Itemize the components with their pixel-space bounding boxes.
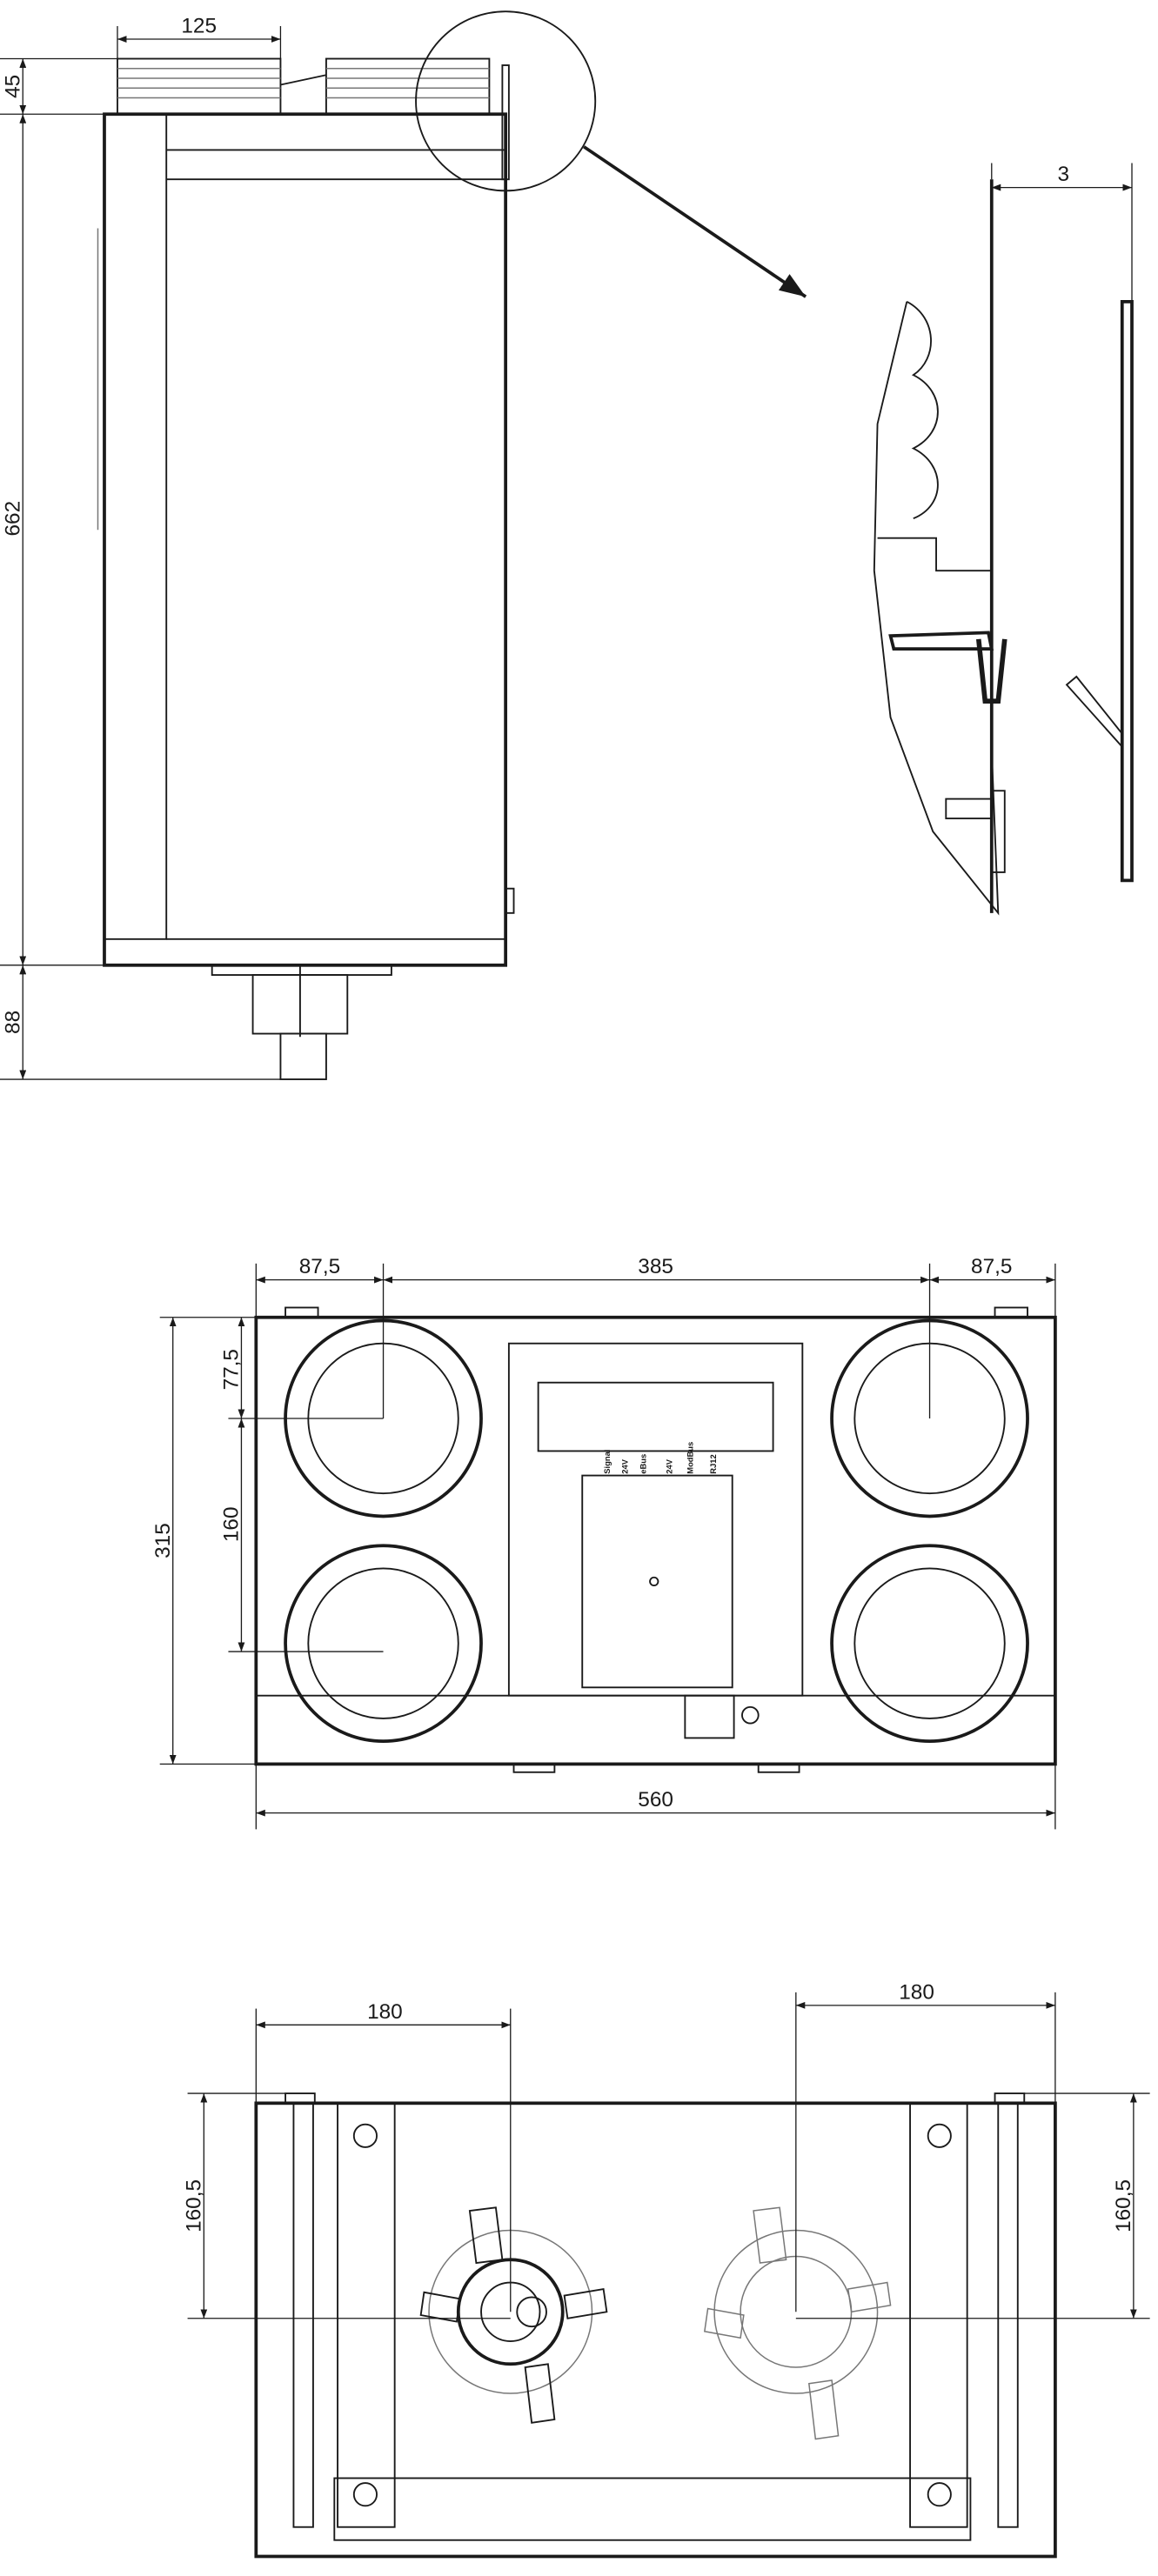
svg-text:77,5: 77,5	[220, 1349, 244, 1390]
svg-text:ModBus: ModBus	[686, 1442, 695, 1474]
svg-text:180: 180	[899, 1980, 934, 2004]
dim-125: 125	[181, 15, 217, 38]
front-view: Signal 24V eBus 24V ModBus RJ12 87,5 385…	[151, 1255, 1057, 1830]
spigots	[117, 57, 491, 116]
unit-front-outline	[254, 1315, 1057, 1766]
svg-text:24V: 24V	[621, 1458, 630, 1473]
svg-text:315: 315	[151, 1523, 175, 1558]
svg-text:RJ12: RJ12	[709, 1454, 718, 1473]
duct-connections	[284, 1318, 1029, 1744]
bottom-view: 180 180 160,5 160,5	[183, 1980, 1150, 2559]
unit-body	[103, 112, 508, 967]
svg-text:eBus: eBus	[639, 1454, 647, 1474]
detail-callout-circle	[415, 10, 597, 192]
svg-text:24V: 24V	[665, 1458, 673, 1473]
svg-text:160: 160	[220, 1506, 244, 1542]
svg-text:160,5: 160,5	[183, 2179, 206, 2232]
svg-text:87,5: 87,5	[971, 1255, 1012, 1278]
connector-labels: Signal 24V eBus 24V ModBus RJ12	[603, 1442, 718, 1474]
drain-connector-left	[419, 2206, 608, 2424]
svg-text:87,5: 87,5	[299, 1255, 340, 1278]
svg-text:560: 560	[638, 1788, 673, 1812]
svg-text:385: 385	[638, 1255, 673, 1278]
dim-45: 45	[1, 75, 24, 98]
dim-662: 662	[1, 501, 24, 537]
svg-text:160,5: 160,5	[1112, 2179, 1135, 2232]
svg-text:Signal: Signal	[603, 1450, 612, 1474]
dim-3: 3	[1057, 163, 1069, 186]
dim-88: 88	[1, 1011, 24, 1034]
detail-view: 3	[873, 163, 1134, 916]
side-view: 125 45 662 88	[0, 10, 807, 1080]
unit-bottom-outline	[254, 2101, 1057, 2559]
svg-text:180: 180	[367, 2000, 403, 2024]
drain-connector-right	[704, 2206, 892, 2440]
